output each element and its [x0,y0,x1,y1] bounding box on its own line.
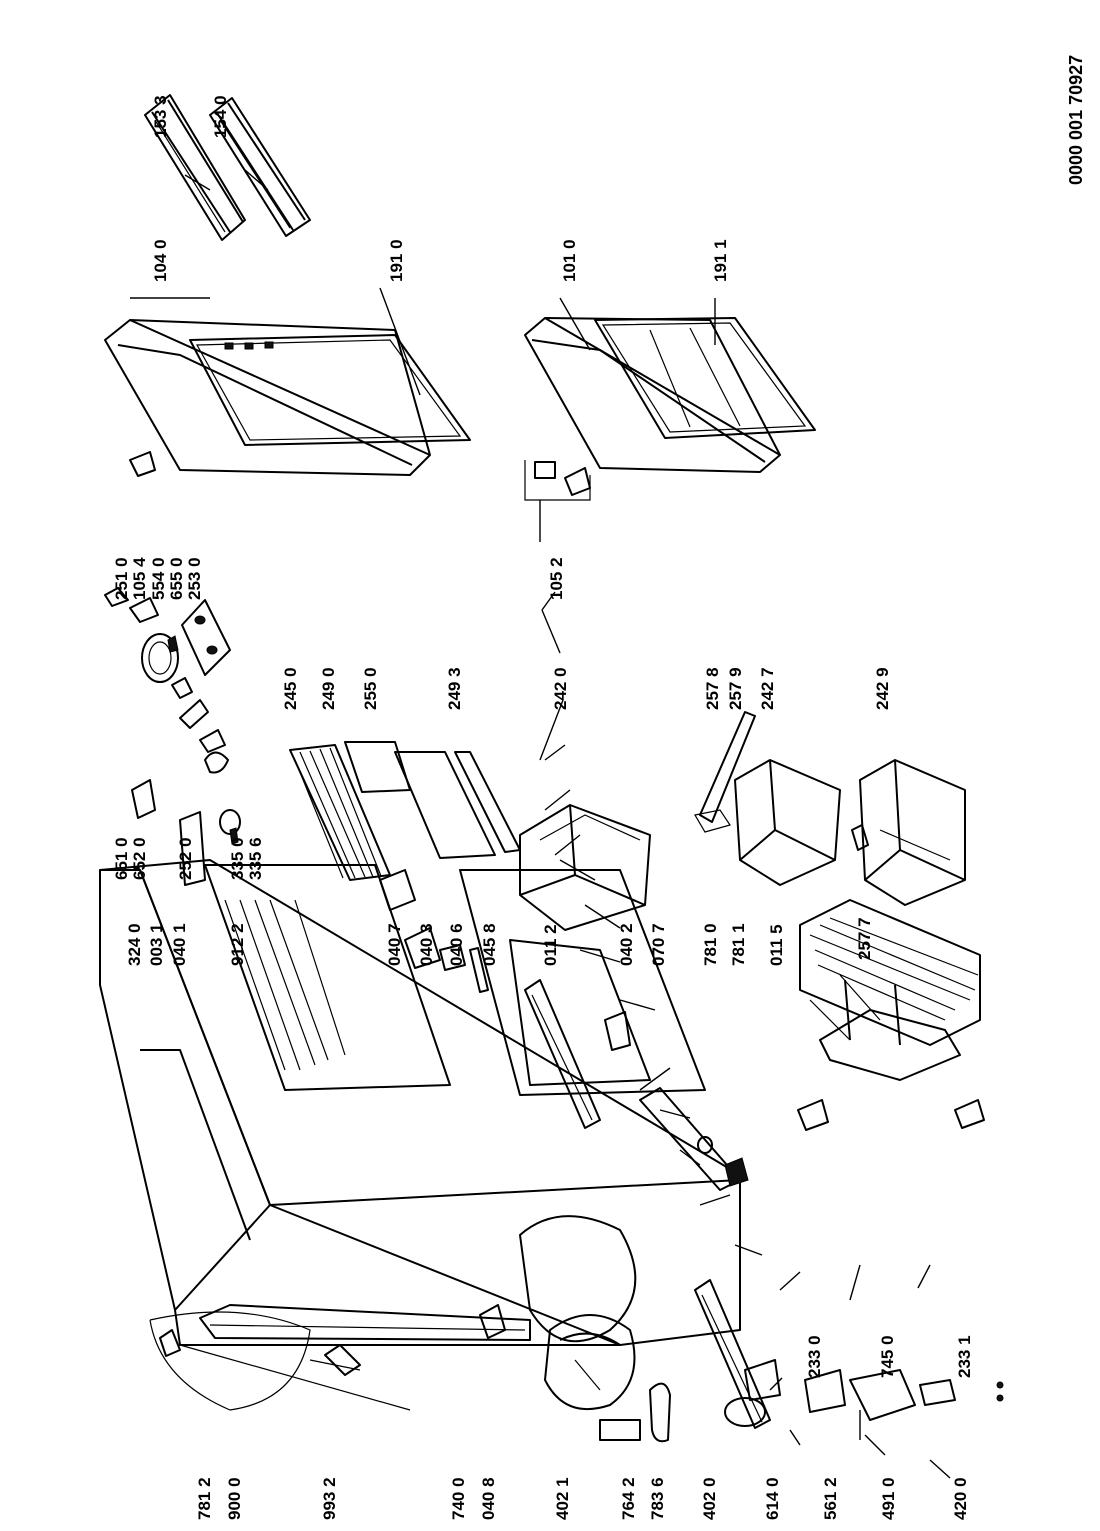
crisper-box-drawing [519,804,651,931]
part-label: 781 1 [729,923,748,966]
part-label: 040 6 [447,923,466,966]
part-label: 040 3 [417,923,436,966]
part-label: 652 0 [130,837,149,880]
part-label: 257 9 [726,667,745,710]
part-label: 153 3 [151,95,170,138]
condenser-drawing [179,1304,531,1411]
part-label: 255 0 [361,667,380,710]
door-bin-lower-drawing [209,97,311,237]
part-label: 745 0 [878,1335,897,1378]
part-label: 561 2 [821,1477,840,1520]
part-label: 335 0 [228,837,247,880]
part-label: 003 1 [147,923,166,966]
part-label: 105 4 [130,557,149,600]
leader-lines [130,169,951,1479]
part-label: 040 7 [385,923,404,966]
part-label: 257 8 [703,667,722,710]
part-label: 781 2 [195,1477,214,1520]
door-bin-upper-drawing [144,94,246,241]
wire-shelf-drawing [289,741,521,881]
hinges-brackets-drawing [131,779,771,1429]
part-label: 781 0 [701,923,720,966]
part-label: 191 1 [711,239,730,282]
part-label: 233 1 [955,1335,974,1378]
part-label: 040 1 [170,923,189,966]
part-label: 324 0 [125,923,144,966]
freezer-baskets-drawing [797,899,985,1131]
part-label: 554 0 [149,557,168,600]
part-label: 740 0 [449,1477,468,1520]
door-stop-drawing [129,451,156,477]
part-label: 335 6 [246,837,265,880]
part-label: 253 0 [185,557,204,600]
part-label: 191 0 [387,239,406,282]
part-label: 242 9 [873,667,892,710]
part-label: 045 8 [480,923,499,966]
part-label: 242 0 [551,667,570,710]
part-label: 651 0 [112,837,131,880]
part-label: 257 7 [855,917,874,960]
part-label: 402 0 [700,1477,719,1520]
part-label: 783 6 [648,1477,667,1520]
part-label: 491 0 [879,1477,898,1520]
freezer-door-drawing [524,317,816,473]
hinge-kit-drawing [524,460,591,501]
part-label: 912 2 [228,923,247,966]
part-label: 420 0 [951,1477,970,1520]
part-label: 251 0 [112,557,131,600]
part-label: 242 7 [758,667,777,710]
part-label: 402 1 [553,1477,572,1520]
part-label: 040 8 [479,1477,498,1520]
part-label: 233 0 [805,1335,824,1378]
part-label: 011 2 [541,924,560,966]
part-label: 900 0 [225,1477,244,1520]
electrical-parts-drawing [159,1329,1004,1443]
part-label: 104 0 [151,239,170,282]
fridge-door-drawing [104,319,471,476]
document-number: 0000 001 70927 [1066,55,1086,185]
part-label: 614 0 [763,1477,782,1520]
thermostat-group-drawing [104,587,241,835]
part-label: 011 5 [767,924,786,966]
part-label: 101 0 [560,239,579,282]
part-label: 993 2 [320,1477,339,1520]
part-label: 764 2 [619,1477,638,1520]
part-label: 245 0 [281,667,300,710]
part-label: 249 3 [445,667,464,710]
part-label: 105 2 [547,557,566,600]
freezer-drawer-upper-drawing [694,711,841,886]
part-label: 154 0 [211,95,230,138]
part-label: 070 7 [649,923,668,966]
part-label: 249 0 [319,667,338,710]
part-label: 655 0 [167,557,186,600]
compressor-drawing [544,1314,636,1411]
part-label: 040 2 [617,923,636,966]
freezer-drawer-lower-drawing [851,759,966,906]
part-label: 252 0 [176,837,195,880]
